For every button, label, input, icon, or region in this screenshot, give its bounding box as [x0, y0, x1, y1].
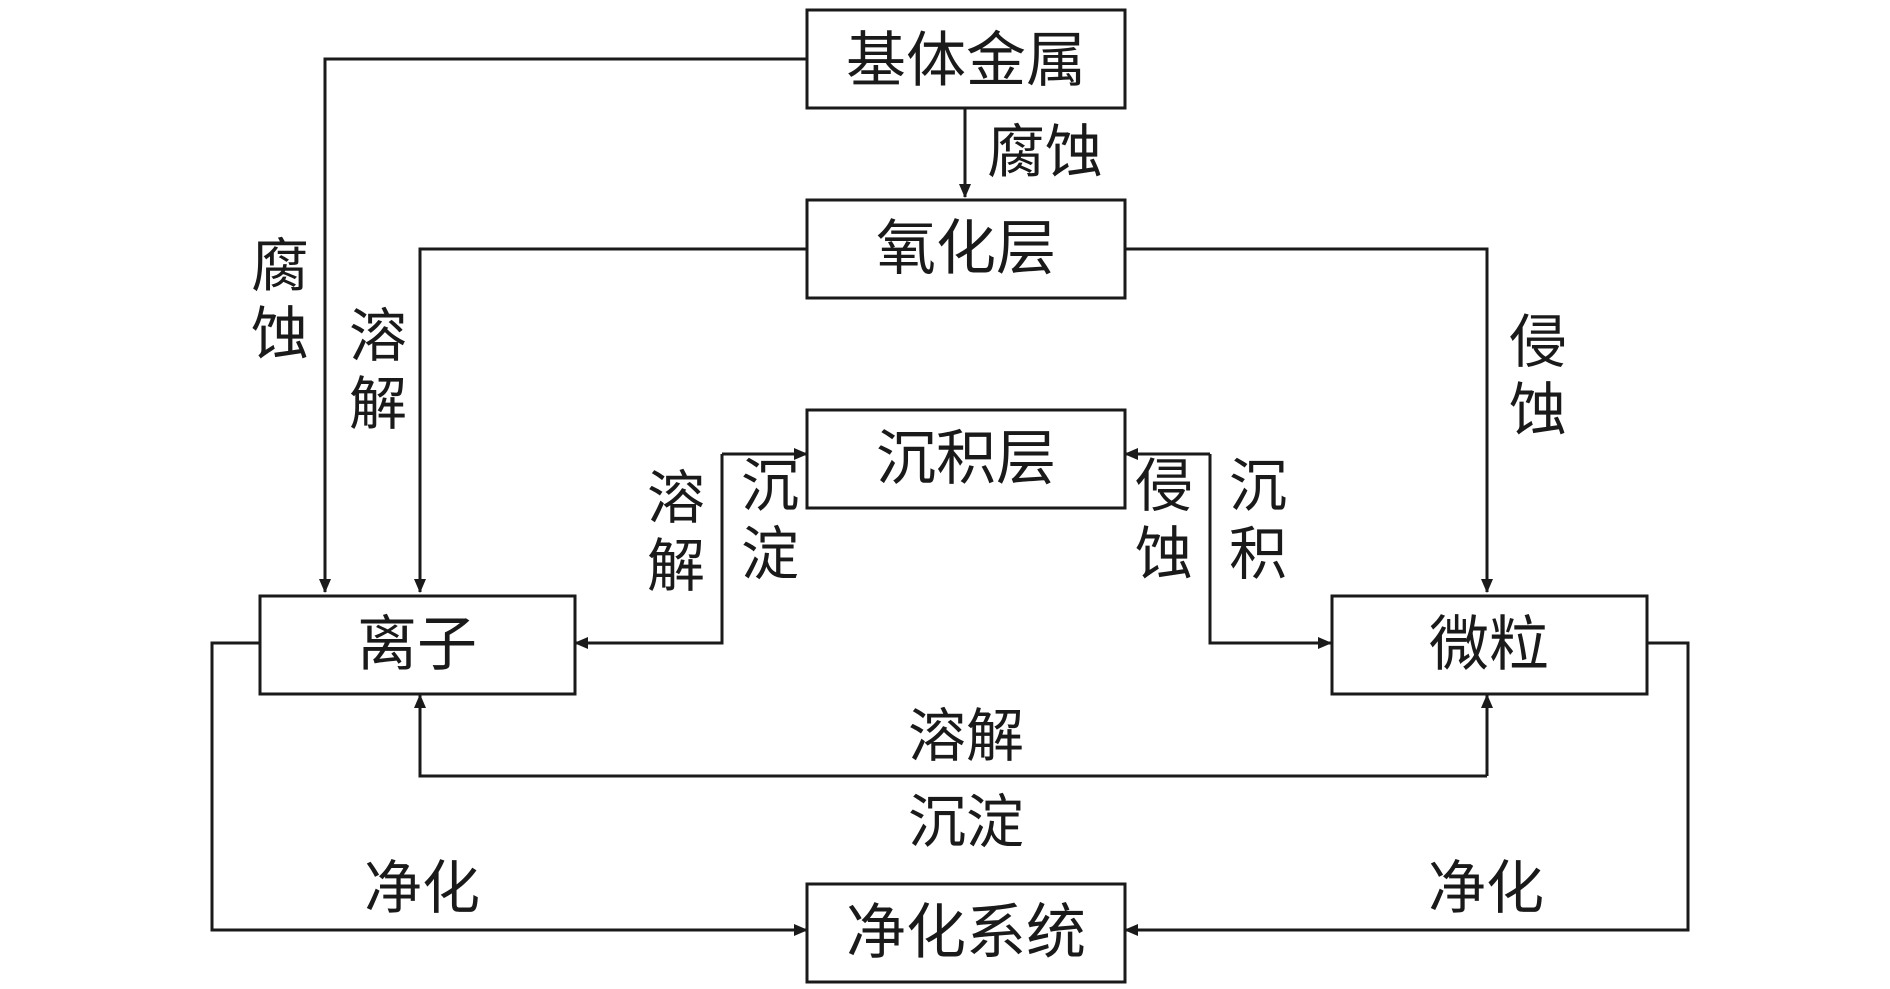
edge-label-metal-to-ions: 腐蚀 — [251, 232, 309, 368]
arrow-oxide-to-ions — [414, 247, 807, 593]
edge-label-oxide-to-particles: 侵蚀 — [1509, 308, 1567, 444]
edge-label-deposit-to-particles: 侵蚀 — [1135, 452, 1193, 588]
node-purification-system: 净化系统 — [805, 882, 1127, 984]
edge-label-deposit-to-ions: 溶解 — [647, 464, 705, 600]
node-deposit-layer-label: 沉积层 — [876, 424, 1056, 494]
edge-label-particles-to-purification: 净化 — [1428, 854, 1544, 922]
node-particles: 微粒 — [1330, 594, 1649, 696]
edge-label-ions-to-particles: 沉淀 — [908, 788, 1024, 856]
node-ions-label: 离子 — [357, 610, 477, 680]
node-purification-system-label: 净化系统 — [846, 898, 1086, 968]
edge-label-particles-to-ions: 溶解 — [908, 702, 1024, 770]
node-base-metal-label: 基体金属 — [846, 26, 1086, 96]
arrow-particles-to-ions — [414, 694, 1487, 778]
arrow-particles-to-purification — [1124, 641, 1690, 936]
arrow-oxide-to-particles — [1123, 247, 1493, 593]
node-ions: 离子 — [258, 594, 577, 696]
edge-label-oxide-to-ions: 溶解 — [349, 302, 407, 438]
node-particles-label: 微粒 — [1429, 610, 1549, 680]
arrow-metal-to-ions — [319, 57, 807, 593]
arrow-deposit-to-ions — [574, 454, 724, 649]
arrow-ions-to-purification — [210, 641, 808, 936]
arrow-deposit-to-particles — [1208, 454, 1332, 649]
node-deposit-layer: 沉积层 — [805, 408, 1127, 510]
edge-label-metal-to-oxide: 腐蚀 — [987, 118, 1103, 186]
node-base-metal: 基体金属 — [805, 8, 1127, 110]
edge-label-ions-to-deposit: 沉淀 — [741, 452, 799, 588]
edge-label-ions-to-purification: 净化 — [364, 854, 480, 922]
node-oxide-layer-label: 氧化层 — [876, 214, 1056, 284]
edge-label-particles-to-deposit: 沉积 — [1229, 452, 1287, 588]
node-oxide-layer: 氧化层 — [805, 198, 1127, 300]
